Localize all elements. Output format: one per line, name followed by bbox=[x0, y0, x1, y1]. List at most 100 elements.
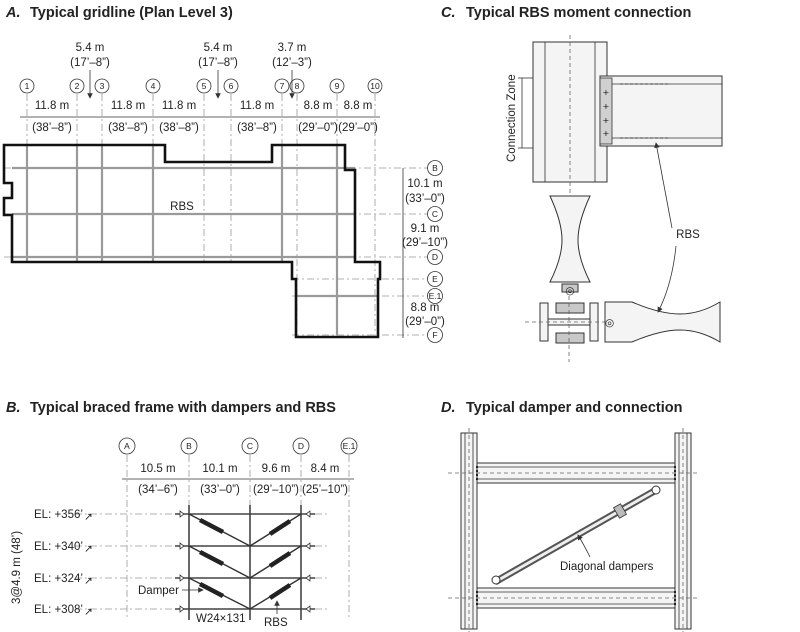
damper-frame-beams bbox=[448, 462, 700, 609]
frame-bubbles: A B C D E.1 bbox=[118, 437, 358, 455]
elevation-356: EL: +356’ bbox=[34, 509, 83, 521]
frame-span-4-m: 8.4 m bbox=[311, 463, 340, 475]
plan-beams bbox=[12, 145, 378, 335]
svg-text:↗: ↗ bbox=[84, 511, 93, 523]
panel-d: D. Typical damper and connection bbox=[441, 400, 700, 632]
rbs-callout-label: RBS bbox=[676, 229, 700, 241]
frame-span-2-m: 10.1 m bbox=[202, 463, 237, 475]
svg-text:+: + bbox=[603, 87, 609, 99]
rbs-beam bbox=[599, 75, 723, 147]
row-dim-2-ft: (29’–10”) bbox=[402, 237, 448, 249]
frame-bubble-e1: E.1 bbox=[343, 441, 356, 451]
top-dim-3-m: 3.7 m bbox=[278, 42, 307, 54]
panel-a: A. Typical gridline (Plan Level 3) 5.4 m… bbox=[2, 5, 448, 343]
top-dim-3: 3.7 m (12’–3”) bbox=[272, 42, 312, 99]
panel-c-title: Typical RBS moment connection bbox=[466, 5, 691, 21]
braced-frame: ↗ ↗ ↗ ↗ bbox=[84, 505, 315, 620]
section-label: W24×131 bbox=[196, 613, 246, 625]
dampers-label: Diagonal dampers bbox=[560, 561, 654, 573]
damper-label: Damper bbox=[138, 585, 179, 597]
span-1-m: 11.8 m bbox=[35, 100, 69, 112]
span-5-ft: (29’–0”) bbox=[298, 122, 338, 134]
panel-a-title: Typical gridline (Plan Level 3) bbox=[30, 5, 233, 21]
row-bubble-b: B bbox=[432, 163, 438, 173]
panel-a-letter: A. bbox=[5, 5, 21, 21]
frame-bubble-b: B bbox=[186, 441, 192, 451]
span-4-ft: (38’–8”) bbox=[237, 122, 277, 134]
top-dim-1-ft: (17’–8”) bbox=[70, 57, 110, 69]
diagonal-damper bbox=[491, 485, 661, 586]
span-2-ft: (38’–8”) bbox=[108, 122, 148, 134]
span-1-ft: (38’–8”) bbox=[32, 122, 72, 134]
column-section bbox=[525, 296, 610, 362]
row-dim-3-m: 8.8 m bbox=[411, 302, 440, 314]
svg-text:◎: ◎ bbox=[605, 317, 614, 329]
row-dim-3-ft: (29’–0”) bbox=[405, 316, 445, 328]
row-bubble-e: E bbox=[432, 274, 438, 284]
frame-span-3-ft: (29’–10”) bbox=[253, 484, 299, 496]
row-dim-2-m: 9.1 m bbox=[411, 223, 440, 235]
span-2-m: 11.8 m bbox=[111, 100, 145, 112]
frame-bubble-d: D bbox=[298, 441, 304, 451]
building-outline bbox=[2, 143, 382, 339]
top-dim-2: 5.4 m (17’–8”) bbox=[198, 42, 238, 99]
panel-d-letter: D. bbox=[441, 400, 456, 416]
panel-b: B. Typical braced frame with dampers and… bbox=[6, 400, 358, 629]
grid-bubble-2: 2 bbox=[75, 81, 80, 91]
row-bubble-e1: E.1 bbox=[429, 291, 442, 301]
connection-zone-label: Connection Zone bbox=[506, 74, 518, 162]
grid-bubble-10: 10 bbox=[370, 81, 380, 91]
span-6-m: 8.8 m bbox=[344, 100, 373, 112]
elevation-340: EL: +340’ bbox=[34, 541, 83, 553]
panel-c-letter: C. bbox=[441, 5, 456, 21]
span-3-m: 11.8 m bbox=[162, 100, 196, 112]
svg-text:+: + bbox=[603, 101, 609, 113]
frame-span-4-ft: (25’–10”) bbox=[302, 484, 348, 496]
top-dim-1-m: 5.4 m bbox=[76, 42, 105, 54]
frame-span-3-m: 9.6 m bbox=[262, 463, 291, 475]
span-4-m: 11.8 m bbox=[240, 100, 274, 112]
top-dim-2-m: 5.4 m bbox=[204, 42, 233, 54]
plan-rbs-label: RBS bbox=[170, 201, 194, 213]
grid-bubble-3: 3 bbox=[100, 81, 105, 91]
span-6-ft: (29’–0”) bbox=[338, 122, 378, 134]
grid-bubble-4: 4 bbox=[151, 81, 156, 91]
grid-bubble-5: 5 bbox=[202, 81, 207, 91]
svg-text:↗: ↗ bbox=[84, 606, 93, 618]
horizontal-gridlines bbox=[4, 167, 428, 336]
grid-bubble-7: 7 bbox=[280, 81, 285, 91]
row-bubbles: B C D E E.1 F bbox=[427, 160, 443, 343]
rbs-flange-plan-vertical bbox=[549, 195, 591, 283]
svg-text:+: + bbox=[603, 115, 609, 127]
svg-text:+: + bbox=[603, 128, 609, 140]
svg-text:↗: ↗ bbox=[84, 543, 93, 555]
span-5-m: 8.8 m bbox=[304, 100, 333, 112]
row-bubble-c: C bbox=[432, 209, 438, 219]
grid-bubble-8: 8 bbox=[295, 81, 300, 91]
frame-span-1-m: 10.5 m bbox=[140, 463, 175, 475]
row-dims: 10.1 m (33’–0”) 9.1 m (29’–10”) 8.8 m (2… bbox=[402, 178, 448, 328]
frame-span-2-ft: (33’–0”) bbox=[200, 484, 240, 496]
row-dim-1-m: 10.1 m bbox=[407, 178, 442, 190]
frame-bubble-a: A bbox=[124, 441, 130, 451]
svg-text:↗: ↗ bbox=[84, 575, 93, 587]
grid-bubble-1: 1 bbox=[25, 81, 30, 91]
panel-b-letter: B. bbox=[6, 400, 21, 416]
panel-d-title: Typical damper and connection bbox=[466, 400, 682, 416]
row-bubble-f: F bbox=[432, 330, 437, 340]
elevation-324: EL: +324’ bbox=[34, 573, 83, 585]
grid-bubble-6: 6 bbox=[229, 81, 234, 91]
top-dim-2-ft: (17’–8”) bbox=[198, 57, 238, 69]
grid-bubbles: 1 2 3 4 5 6 7 8 9 10 bbox=[19, 78, 383, 94]
elevation-308: EL: +308’ bbox=[34, 604, 83, 616]
vertical-dimension-label: 3@4.9 m (48’) bbox=[11, 531, 23, 604]
frame-span-1-ft: (34’–6”) bbox=[138, 484, 178, 496]
svg-text:◎: ◎ bbox=[565, 285, 574, 297]
span-3-ft: (38’–8”) bbox=[159, 122, 199, 134]
row-bubble-d: D bbox=[432, 252, 438, 262]
panel-b-title: Typical braced frame with dampers and RB… bbox=[30, 400, 336, 416]
row-dim-1-ft: (33’–0”) bbox=[405, 193, 445, 205]
grid-bubble-9: 9 bbox=[335, 81, 340, 91]
top-dim-1: 5.4 m (17’–8”) bbox=[70, 42, 110, 99]
